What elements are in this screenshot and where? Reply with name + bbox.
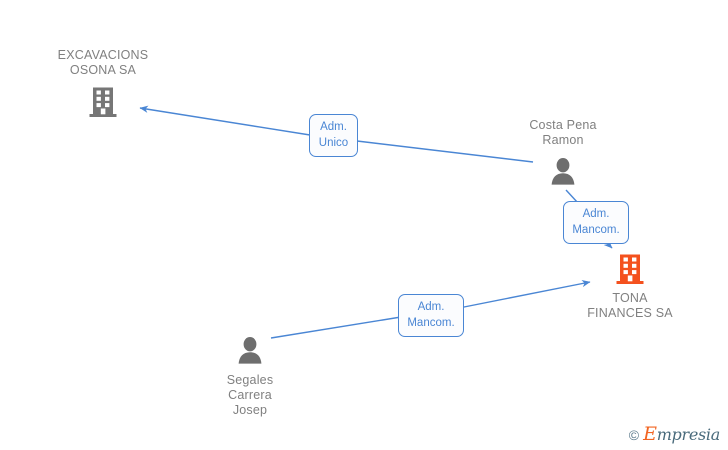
node-costa-pena-ramon[interactable]: Costa Pena Ramon xyxy=(488,118,638,189)
node-segales-carrera-josep[interactable]: Segales Carrera Josep xyxy=(175,334,325,418)
edge-label-adm-mancom-costa-tona[interactable]: Adm. Mancom. xyxy=(563,201,629,244)
node-excavacions-osona[interactable]: EXCAVACIONS OSONA SA xyxy=(28,48,178,119)
brand-rest: mpresia xyxy=(656,425,721,444)
empresia-watermark: © Empresia xyxy=(628,425,721,444)
person-icon xyxy=(546,155,580,189)
copyright-icon: © xyxy=(628,426,640,443)
person-icon xyxy=(233,334,267,368)
brand-initial: E xyxy=(643,423,657,445)
edge-label-adm-unico[interactable]: Adm. Unico xyxy=(309,114,358,157)
edge-label-adm-mancom-segales-tona[interactable]: Adm. Mancom. xyxy=(398,294,464,337)
node-label-excavacions-osona: EXCAVACIONS OSONA SA xyxy=(57,48,149,77)
node-label-costa-pena-ramon: Costa Pena Ramon xyxy=(529,118,597,147)
node-tona-finances[interactable]: TONA FINANCES SA xyxy=(555,252,705,321)
node-label-segales-carrera-josep: Segales Carrera Josep xyxy=(226,373,274,417)
node-label-tona-finances: TONA FINANCES SA xyxy=(587,291,673,320)
brand-wordmark: Empresia xyxy=(643,425,720,444)
building-icon xyxy=(613,252,647,286)
building-icon xyxy=(86,85,120,119)
